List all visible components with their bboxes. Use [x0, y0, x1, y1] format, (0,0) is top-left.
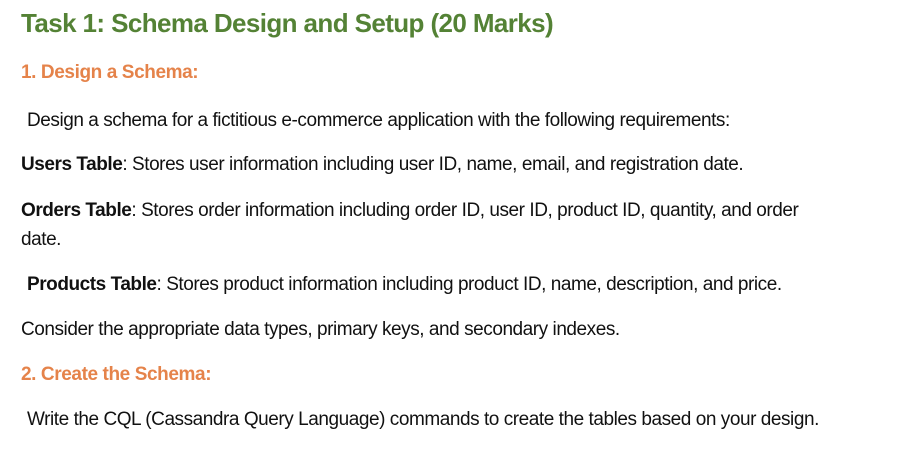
create-paragraph: Write the CQL (Cassandra Query Language)…	[27, 409, 819, 430]
users-table-label: Users Table	[21, 154, 123, 175]
users-table-text: : Stores user information including user…	[122, 154, 744, 175]
page-title: Task 1: Schema Design and Setup (20 Mark…	[21, 8, 554, 38]
consider-paragraph: Consider the appropriate data types, pri…	[21, 319, 620, 340]
orders-table-paragraph: Orders Table: Stores order information i…	[21, 200, 799, 222]
section-heading-create: 2. Create the Schema:	[21, 364, 212, 385]
orders-table-text: : Stores order information including ord…	[131, 200, 799, 221]
products-table-label: Products Table	[27, 274, 157, 295]
orders-table-paragraph-cont: date.	[21, 229, 62, 250]
orders-table-label: Orders Table	[21, 200, 132, 221]
products-table-text: : Stores product information including p…	[156, 274, 783, 295]
section-heading-design: 1. Design a Schema:	[21, 62, 199, 83]
intro-paragraph: Design a schema for a fictitious e-comme…	[27, 110, 730, 131]
users-table-paragraph: Users Table: Stores user information inc…	[21, 154, 744, 176]
products-table-paragraph: Products Table: Stores product informati…	[27, 274, 782, 296]
